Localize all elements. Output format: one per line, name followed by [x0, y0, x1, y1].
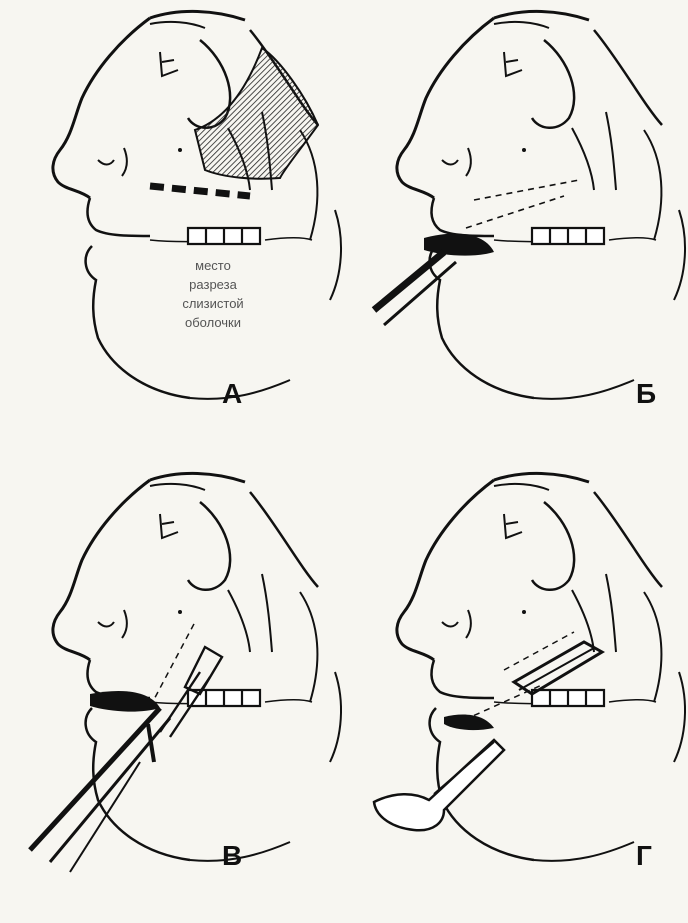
- incision-line: [150, 186, 250, 196]
- panel-v-illustration: [0, 462, 344, 923]
- panel-label-b: Б: [636, 378, 656, 410]
- incision-note-line-3: слизистой: [158, 294, 268, 313]
- panel-a-illustration: [0, 0, 344, 461]
- panel-label-a: А: [222, 378, 242, 410]
- panel-g: Г: [344, 462, 688, 923]
- panel-v: В: [0, 462, 344, 923]
- panel-label-v: В: [222, 840, 242, 872]
- hatched-area: [195, 48, 318, 179]
- incision-note: место разреза слизистой оболочки: [158, 256, 268, 332]
- forceps-arm: [30, 708, 160, 850]
- incision-note-line-4: оболочки: [158, 313, 268, 332]
- panel-b: Б: [344, 0, 688, 461]
- incision-note-line-1: место: [158, 256, 268, 275]
- panel-label-g: Г: [636, 840, 652, 872]
- panel-a: место разреза слизистой оболочки А: [0, 0, 344, 461]
- incision-note-line-2: разреза: [158, 275, 268, 294]
